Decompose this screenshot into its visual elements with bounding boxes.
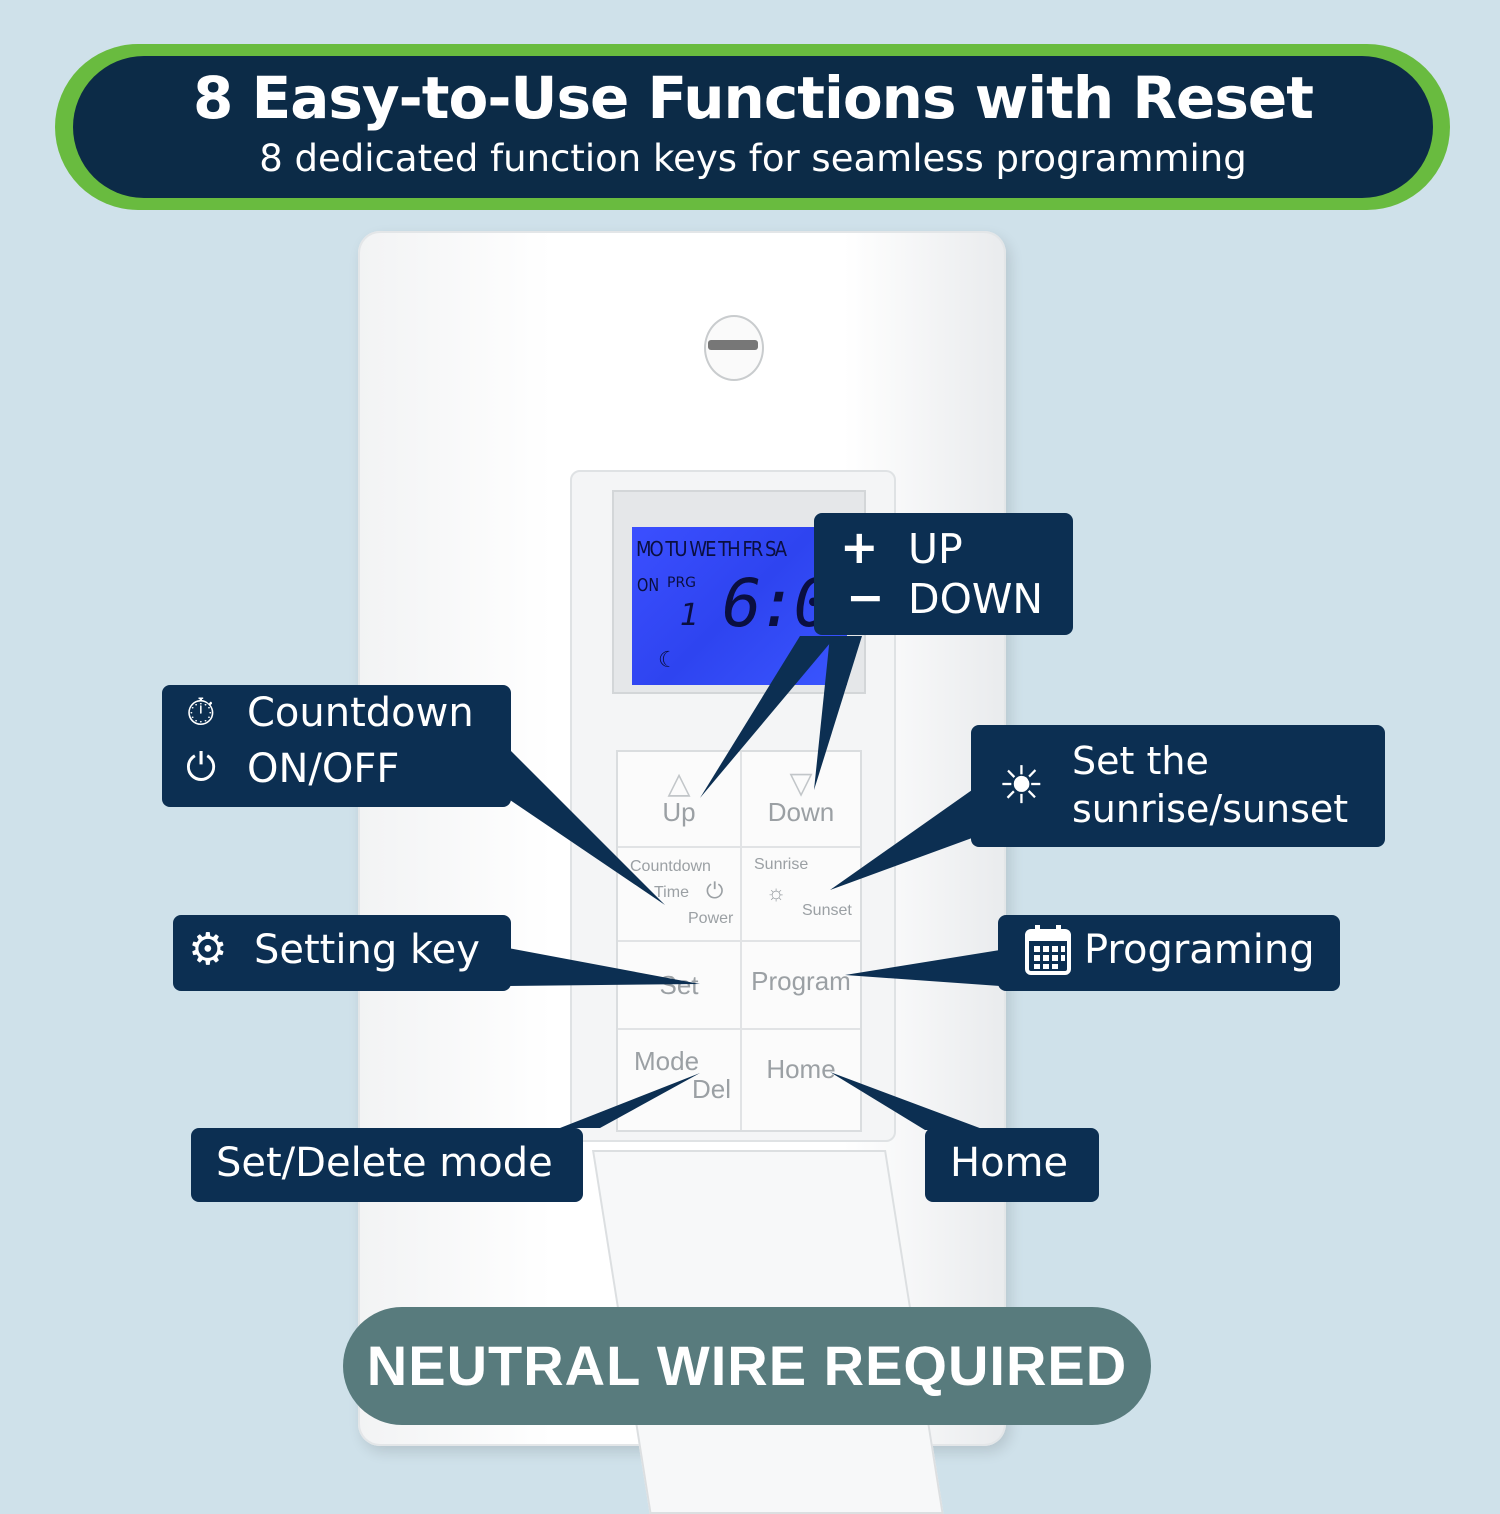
mode-label: Mode (634, 1046, 700, 1076)
stopwatch-icon: ⏱ (186, 690, 216, 734)
program-key-label: Program (751, 966, 851, 996)
callout-setting-key (173, 915, 511, 991)
del-label: Del (692, 1074, 732, 1104)
countdown-label: Countdown (630, 858, 711, 875)
countdown-power-key[interactable]: Countdown Time ⏻ Power (618, 848, 740, 940)
countdown-pointer (510, 750, 665, 905)
neutral-wire-pill (343, 1307, 1151, 1425)
banner (73, 56, 1433, 198)
program-pointer (845, 950, 1000, 986)
sun-pointer (830, 790, 972, 890)
plus-icon: + (840, 520, 879, 574)
mode-del-key[interactable]: Mode Del (618, 1030, 740, 1128)
down-key[interactable]: ▽ Down (742, 752, 860, 846)
up-key[interactable]: △ Up (618, 752, 740, 846)
up-triangle-icon: △ (667, 767, 691, 800)
up-key-label: Up (662, 797, 696, 827)
callout-onoff-text: ON/OFF (247, 746, 400, 792)
sun-icon: ☀ (998, 756, 1045, 816)
callout-up-text: UP (908, 525, 963, 573)
sunset-label: Sunset (802, 902, 852, 919)
time-label: Time (654, 884, 689, 901)
up-pointer (700, 636, 836, 798)
down-pointer (814, 636, 862, 790)
calendar-icon (1025, 925, 1071, 975)
sun-icon: ☼ (766, 880, 787, 905)
power-label: Power (688, 910, 734, 927)
callout-programing (998, 915, 1340, 991)
down-triangle-icon: ▽ (789, 767, 813, 800)
callout-set-delete-text: Set/Delete mode (216, 1140, 553, 1186)
down-key-label: Down (767, 797, 835, 827)
home-pointer (830, 1072, 985, 1130)
program-key[interactable]: Program (742, 942, 860, 1028)
sunrise-label: Sunrise (754, 856, 809, 873)
callout-sunrise-sunset (971, 725, 1385, 847)
callout-set-delete (191, 1128, 583, 1202)
home-key-label: Home (766, 1054, 836, 1084)
lcd-prg: PRG (667, 575, 697, 591)
callout-programing-text: Programing (1084, 927, 1315, 973)
neutral-wire-text: NEUTRAL WIRE REQUIRED (366, 1334, 1128, 1397)
banner-title: 8 Easy-to-Use Functions with Reset (193, 64, 1314, 132)
callout-countdown (162, 685, 511, 807)
set-key-label: Set (659, 970, 699, 1000)
power-icon: ⏻ (186, 745, 217, 789)
screw-slot (708, 340, 758, 350)
lcd-on: ON (637, 575, 660, 596)
callout-sun-line1: Set the (1072, 739, 1209, 783)
setting-pointer (508, 948, 700, 986)
minus-icon: − (846, 570, 885, 624)
callout-up-down (814, 513, 1073, 635)
sunrise-sunset-key[interactable]: Sunrise ☼ Sunset (742, 848, 860, 940)
callout-countdown-text: Countdown (247, 690, 474, 736)
moon-icon: ☾ (658, 648, 678, 673)
keypad: △ Up ▽ Down Countdown Time ⏻ Power Sunri… (616, 750, 862, 1132)
home-key[interactable]: Home (742, 1030, 860, 1128)
set-key[interactable]: Set (618, 942, 740, 1028)
callout-setting-text: Setting key (254, 927, 480, 973)
callout-down-text: DOWN (908, 575, 1044, 623)
callout-home-text: Home (950, 1140, 1069, 1186)
lcd-program-number: 1 (680, 598, 700, 633)
callout-sun-line2: sunrise/sunset (1072, 787, 1349, 831)
wrench-gear-icon: ⚙ (188, 924, 228, 975)
callout-home (925, 1128, 1099, 1202)
power-icon: ⏻ (706, 878, 724, 903)
lcd-days: MO TU WE TH FR SA (636, 537, 787, 561)
setdel-pointer (560, 1073, 700, 1128)
banner-subtitle: 8 dedicated function keys for seamless p… (259, 137, 1247, 180)
